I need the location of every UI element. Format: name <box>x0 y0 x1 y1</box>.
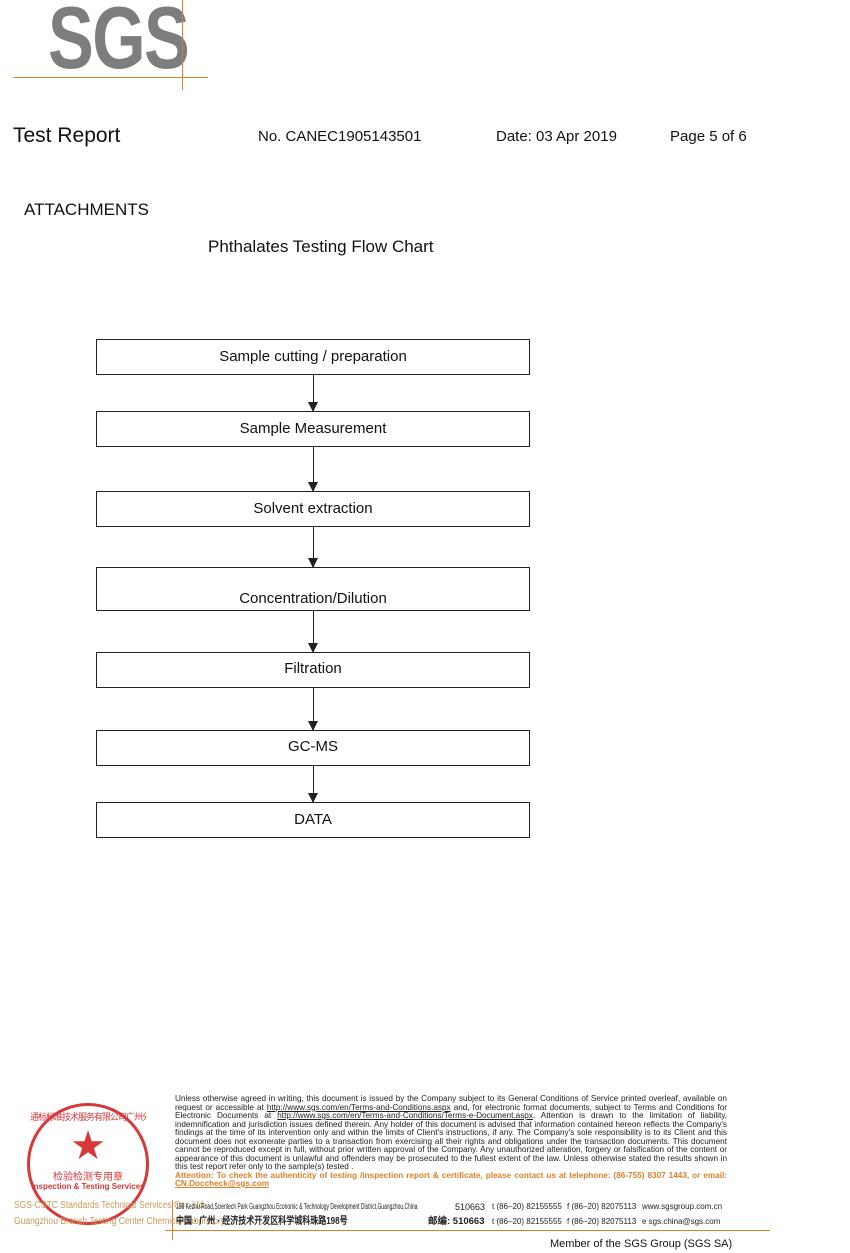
fax: f (86–20) 82075113 <box>567 1202 637 1211</box>
email-address: e sgs.china@sgs.com <box>642 1217 721 1226</box>
stamp-center-en: Inspection & Testing Services <box>31 1182 145 1191</box>
arrow-down-icon <box>308 766 318 803</box>
company-name: SGS-CSTC Standards Technical Services Co… <box>14 1200 207 1211</box>
fax-2: f (86–20) 82075113 <box>567 1217 637 1226</box>
website: www.sgsgroup.com.cn <box>642 1202 723 1211</box>
terms-link[interactable]: http://www.sgs.com/en/Terms-and-Conditio… <box>266 1102 451 1112</box>
telephone-2: t (86–20) 82155555 <box>492 1217 562 1226</box>
report-number: No. CANEC1905143501 <box>258 128 422 145</box>
report-title: Test Report <box>13 124 121 147</box>
arrow-down-icon <box>308 611 318 653</box>
flow-step: Sample Measurement <box>96 411 530 447</box>
footer-rule-horizontal <box>165 1230 770 1231</box>
sgs-logo: SGS <box>48 0 190 87</box>
flow-step: GC-MS <box>96 730 530 766</box>
address-cn: 中国 · 广州 · 经济技术开发区科学城科珠路198号 <box>176 1216 348 1227</box>
flow-step: Sample cutting / preparation <box>96 339 530 375</box>
logo-rule-horizontal <box>13 77 208 78</box>
member-note: Member of the SGS Group (SGS SA) <box>550 1238 733 1250</box>
telephone: t (86–20) 82155555 <box>492 1202 562 1211</box>
stamp-ring-text: 通标标准技术服务有限公司广州分公司 <box>30 1112 146 1122</box>
flowchart-title: Phthalates Testing Flow Chart <box>208 237 434 256</box>
legal-disclaimer: Unless otherwise agreed in writing, this… <box>175 1094 727 1188</box>
star-icon: ★ <box>70 1124 106 1168</box>
flow-step: Filtration <box>96 652 530 688</box>
arrow-down-icon <box>308 375 318 412</box>
address-en: 198 Kezhu Road,Scientech Park Guangzhou … <box>176 1202 418 1211</box>
footer-rule-vertical <box>172 1200 173 1240</box>
section-heading: ATTACHMENTS <box>24 200 149 219</box>
stamp-center-cn: 检验检测专用章 <box>53 1172 123 1183</box>
doccheck-email-link[interactable]: CN.Doccheck@sgs.com <box>175 1179 269 1188</box>
logo-rule-vertical <box>182 0 183 90</box>
company-stamp: 通标标准技术服务有限公司广州分公司 ★ 检验检测专用章 Inspection &… <box>27 1103 149 1225</box>
report-date: Date: 03 Apr 2019 <box>496 128 617 145</box>
page-number: Page 5 of 6 <box>670 128 747 145</box>
postcode-cn: 邮编: 510663 <box>428 1216 485 1227</box>
arrow-down-icon <box>308 688 318 731</box>
flow-step: Solvent extraction <box>96 491 530 527</box>
e-document-terms-link[interactable]: http://www.sgs.com/en/Terms-and-Conditio… <box>277 1111 533 1120</box>
flow-step: Concentration/Dilution <box>96 567 530 611</box>
arrow-down-icon <box>308 447 318 492</box>
authenticity-notice: Attention: To check the authenticity of … <box>175 1170 727 1188</box>
arrow-down-icon <box>308 527 318 568</box>
postcode-en: 510663 <box>455 1202 486 1212</box>
flow-step: DATA <box>96 802 530 838</box>
company-branch: Guangzhou Branch Testing Center Chemical… <box>14 1216 227 1227</box>
